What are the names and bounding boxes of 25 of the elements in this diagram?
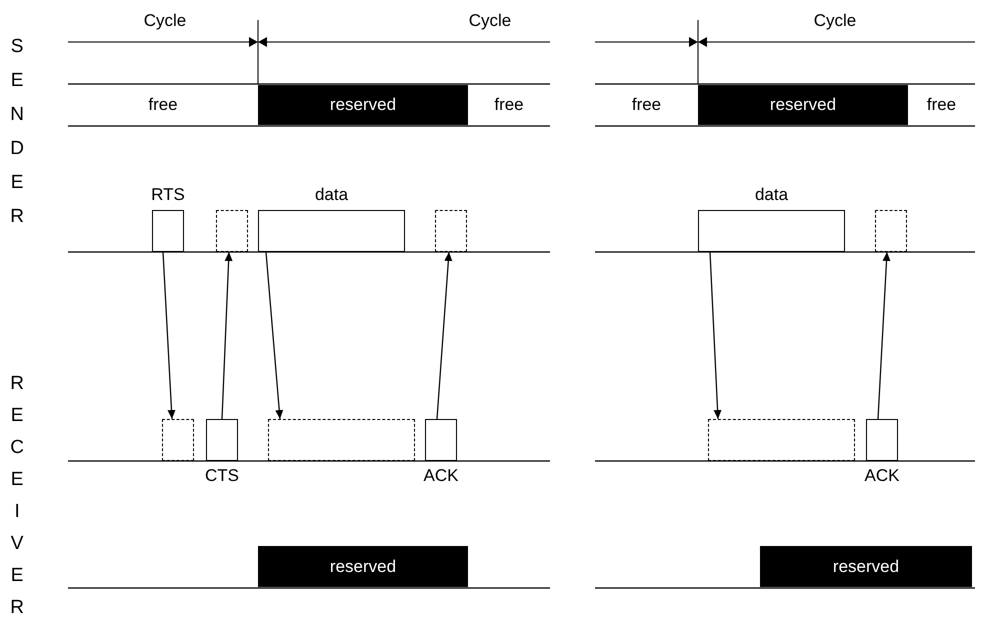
reserved-slot: reserved <box>258 546 468 587</box>
vertical-role-label: RECEIVER <box>10 372 24 620</box>
arrow <box>709 252 722 420</box>
vertical-role-label: SENDER <box>10 35 24 229</box>
packet-label: data <box>754 184 788 206</box>
reserved-slot: reserved <box>698 85 908 125</box>
arrow <box>877 252 890 420</box>
slot-label: free <box>468 85 550 125</box>
slot-label: free <box>68 85 258 125</box>
packet-label: ACK <box>864 465 900 487</box>
reserved-slot: reserved <box>760 546 972 587</box>
packet-label: CTS <box>205 465 239 487</box>
slot-label: free <box>595 85 698 125</box>
arrow <box>221 252 233 420</box>
packet-label: ACK <box>424 465 458 487</box>
slot-label: free <box>908 85 975 125</box>
packet-label: data <box>314 184 348 206</box>
reserved-slot: reserved <box>258 85 468 125</box>
cycle-label: Cycle <box>142 10 188 32</box>
cycle-label: Cycle <box>468 10 512 32</box>
arrow <box>265 252 284 420</box>
packet-label: RTS <box>151 184 185 206</box>
arrow <box>162 252 176 420</box>
cycle-label: Cycle <box>812 10 858 32</box>
arrow <box>436 252 452 420</box>
